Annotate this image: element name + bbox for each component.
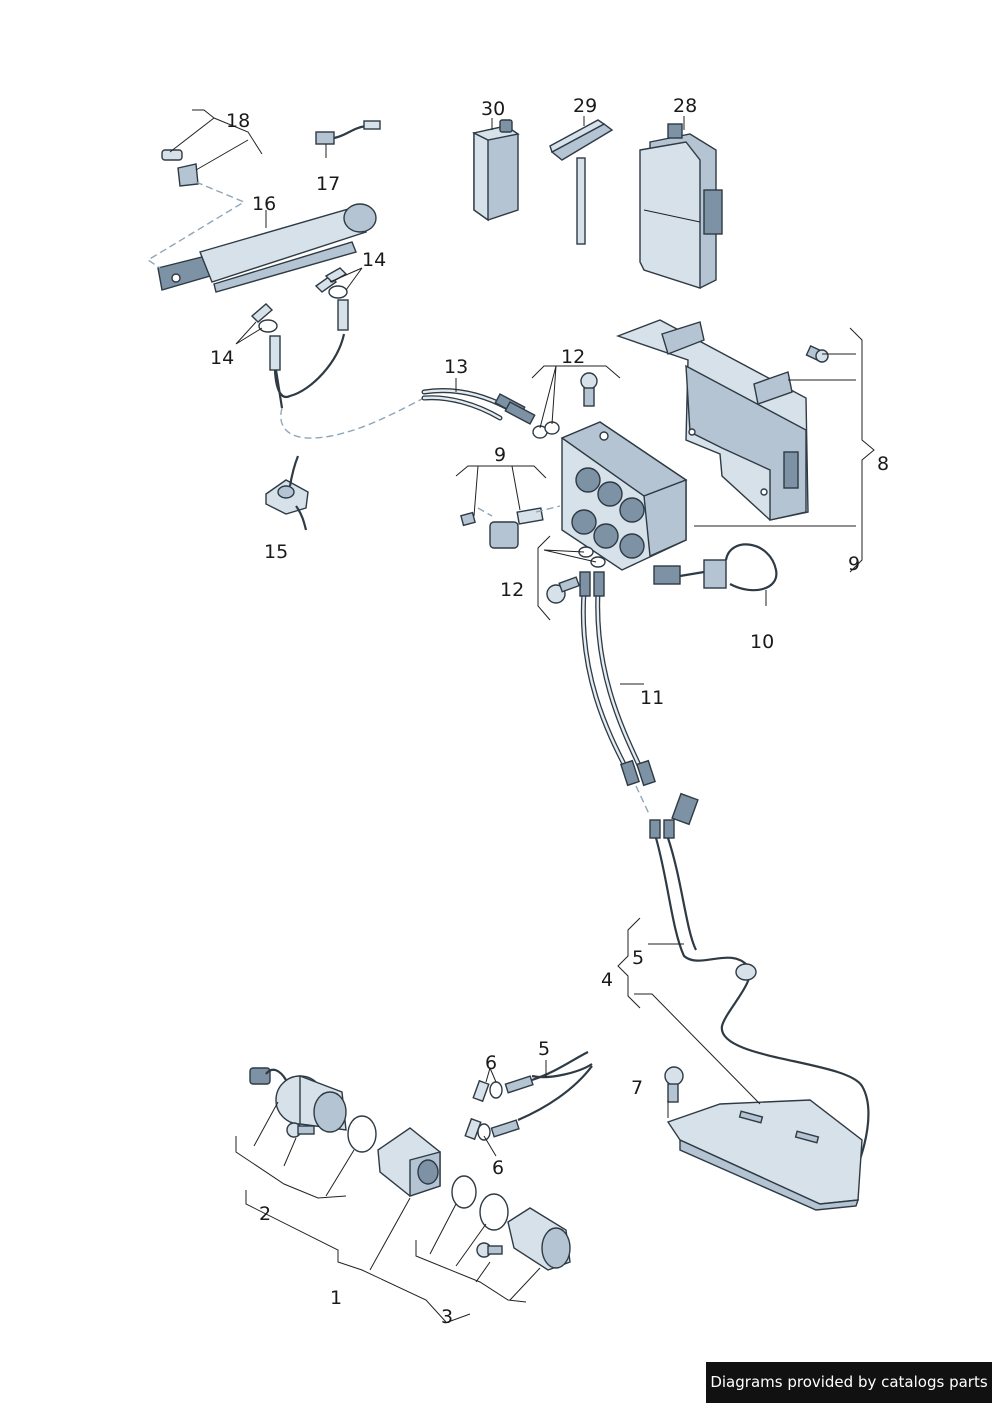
- label-17: 17: [316, 173, 340, 195]
- label-10: 10: [750, 631, 774, 653]
- leader-lines: [146, 109, 875, 1323]
- label-18: 18: [226, 110, 250, 132]
- part-8-bracket[interactable]: [615, 319, 809, 521]
- part-12-upper-rings[interactable]: [532, 372, 598, 439]
- part-1-block[interactable]: [377, 1127, 441, 1197]
- label-3: 3: [441, 1306, 453, 1328]
- label-15: 15: [264, 541, 288, 563]
- part-2-seal[interactable]: [347, 1115, 377, 1153]
- part-3-nozzle[interactable]: [507, 1207, 571, 1271]
- label-16: 16: [252, 193, 276, 215]
- label-7: 7: [631, 1077, 643, 1099]
- part-11-twin-hose[interactable]: [579, 571, 656, 787]
- label-9-lower: 9: [848, 553, 860, 575]
- label-14-upper: 14: [362, 249, 386, 271]
- part-14-plug-lower[interactable]: [250, 303, 281, 371]
- part-8-screw[interactable]: [805, 345, 829, 363]
- label-2: 2: [259, 1203, 271, 1225]
- label-9-upper: 9: [494, 444, 506, 466]
- part-4-housing[interactable]: [666, 1099, 863, 1211]
- part-2-socket[interactable]: [249, 1067, 347, 1133]
- label-30: 30: [481, 98, 505, 120]
- label-6-upper: 6: [485, 1052, 497, 1074]
- part-17-connector[interactable]: [315, 120, 381, 145]
- label-12-upper: 12: [561, 346, 585, 368]
- part-3-screw[interactable]: [476, 1242, 503, 1258]
- part-12-lower-rings[interactable]: [546, 546, 606, 604]
- part-13-hose[interactable]: [421, 388, 536, 425]
- label-1: 1: [330, 1287, 342, 1309]
- part-2-screw[interactable]: [286, 1122, 315, 1138]
- label-11: 11: [640, 687, 664, 709]
- part-30-bottle[interactable]: [471, 119, 520, 222]
- part-7-screw[interactable]: [664, 1066, 684, 1103]
- label-14-lower: 14: [210, 347, 234, 369]
- callout-labels: 18 16 17 30 29 28 14 14 13 12 9 8 9 15 1…: [210, 95, 889, 1328]
- part-9-solenoid[interactable]: [460, 507, 544, 549]
- part-18-pin-clip[interactable]: [161, 149, 199, 187]
- part-28-control-unit[interactable]: [639, 123, 723, 289]
- part-9-valve-block[interactable]: [560, 421, 688, 571]
- label-6-lower: 6: [492, 1157, 504, 1179]
- label-8: 8: [877, 453, 889, 475]
- part-14-wire-end: [274, 369, 284, 409]
- part-10-harness[interactable]: [653, 543, 778, 592]
- credit-banner: Diagrams provided by catalogs parts: [706, 1362, 992, 1403]
- label-5-upper: 5: [632, 947, 644, 969]
- label-13: 13: [444, 356, 468, 378]
- label-12-lower: 12: [500, 579, 524, 601]
- label-29: 29: [573, 95, 597, 117]
- part-16-cylinder[interactable]: [157, 203, 377, 293]
- part-3-clamp[interactable]: [479, 1193, 509, 1231]
- part-3-seal[interactable]: [451, 1175, 477, 1209]
- part-15-sensor[interactable]: [265, 455, 309, 531]
- part-14-wire: [273, 333, 346, 399]
- label-28: 28: [673, 95, 697, 117]
- part-5-loom[interactable]: [649, 792, 870, 1171]
- label-4: 4: [601, 969, 613, 991]
- part-14-plug-upper[interactable]: [314, 267, 349, 331]
- dashed-link-14-13: [280, 397, 425, 439]
- label-5-lower: 5: [538, 1038, 550, 1060]
- part-5-lower-wire[interactable]: [490, 1051, 593, 1138]
- dashed-link-11-5: [635, 785, 651, 817]
- part-29-t-tool[interactable]: [549, 119, 614, 245]
